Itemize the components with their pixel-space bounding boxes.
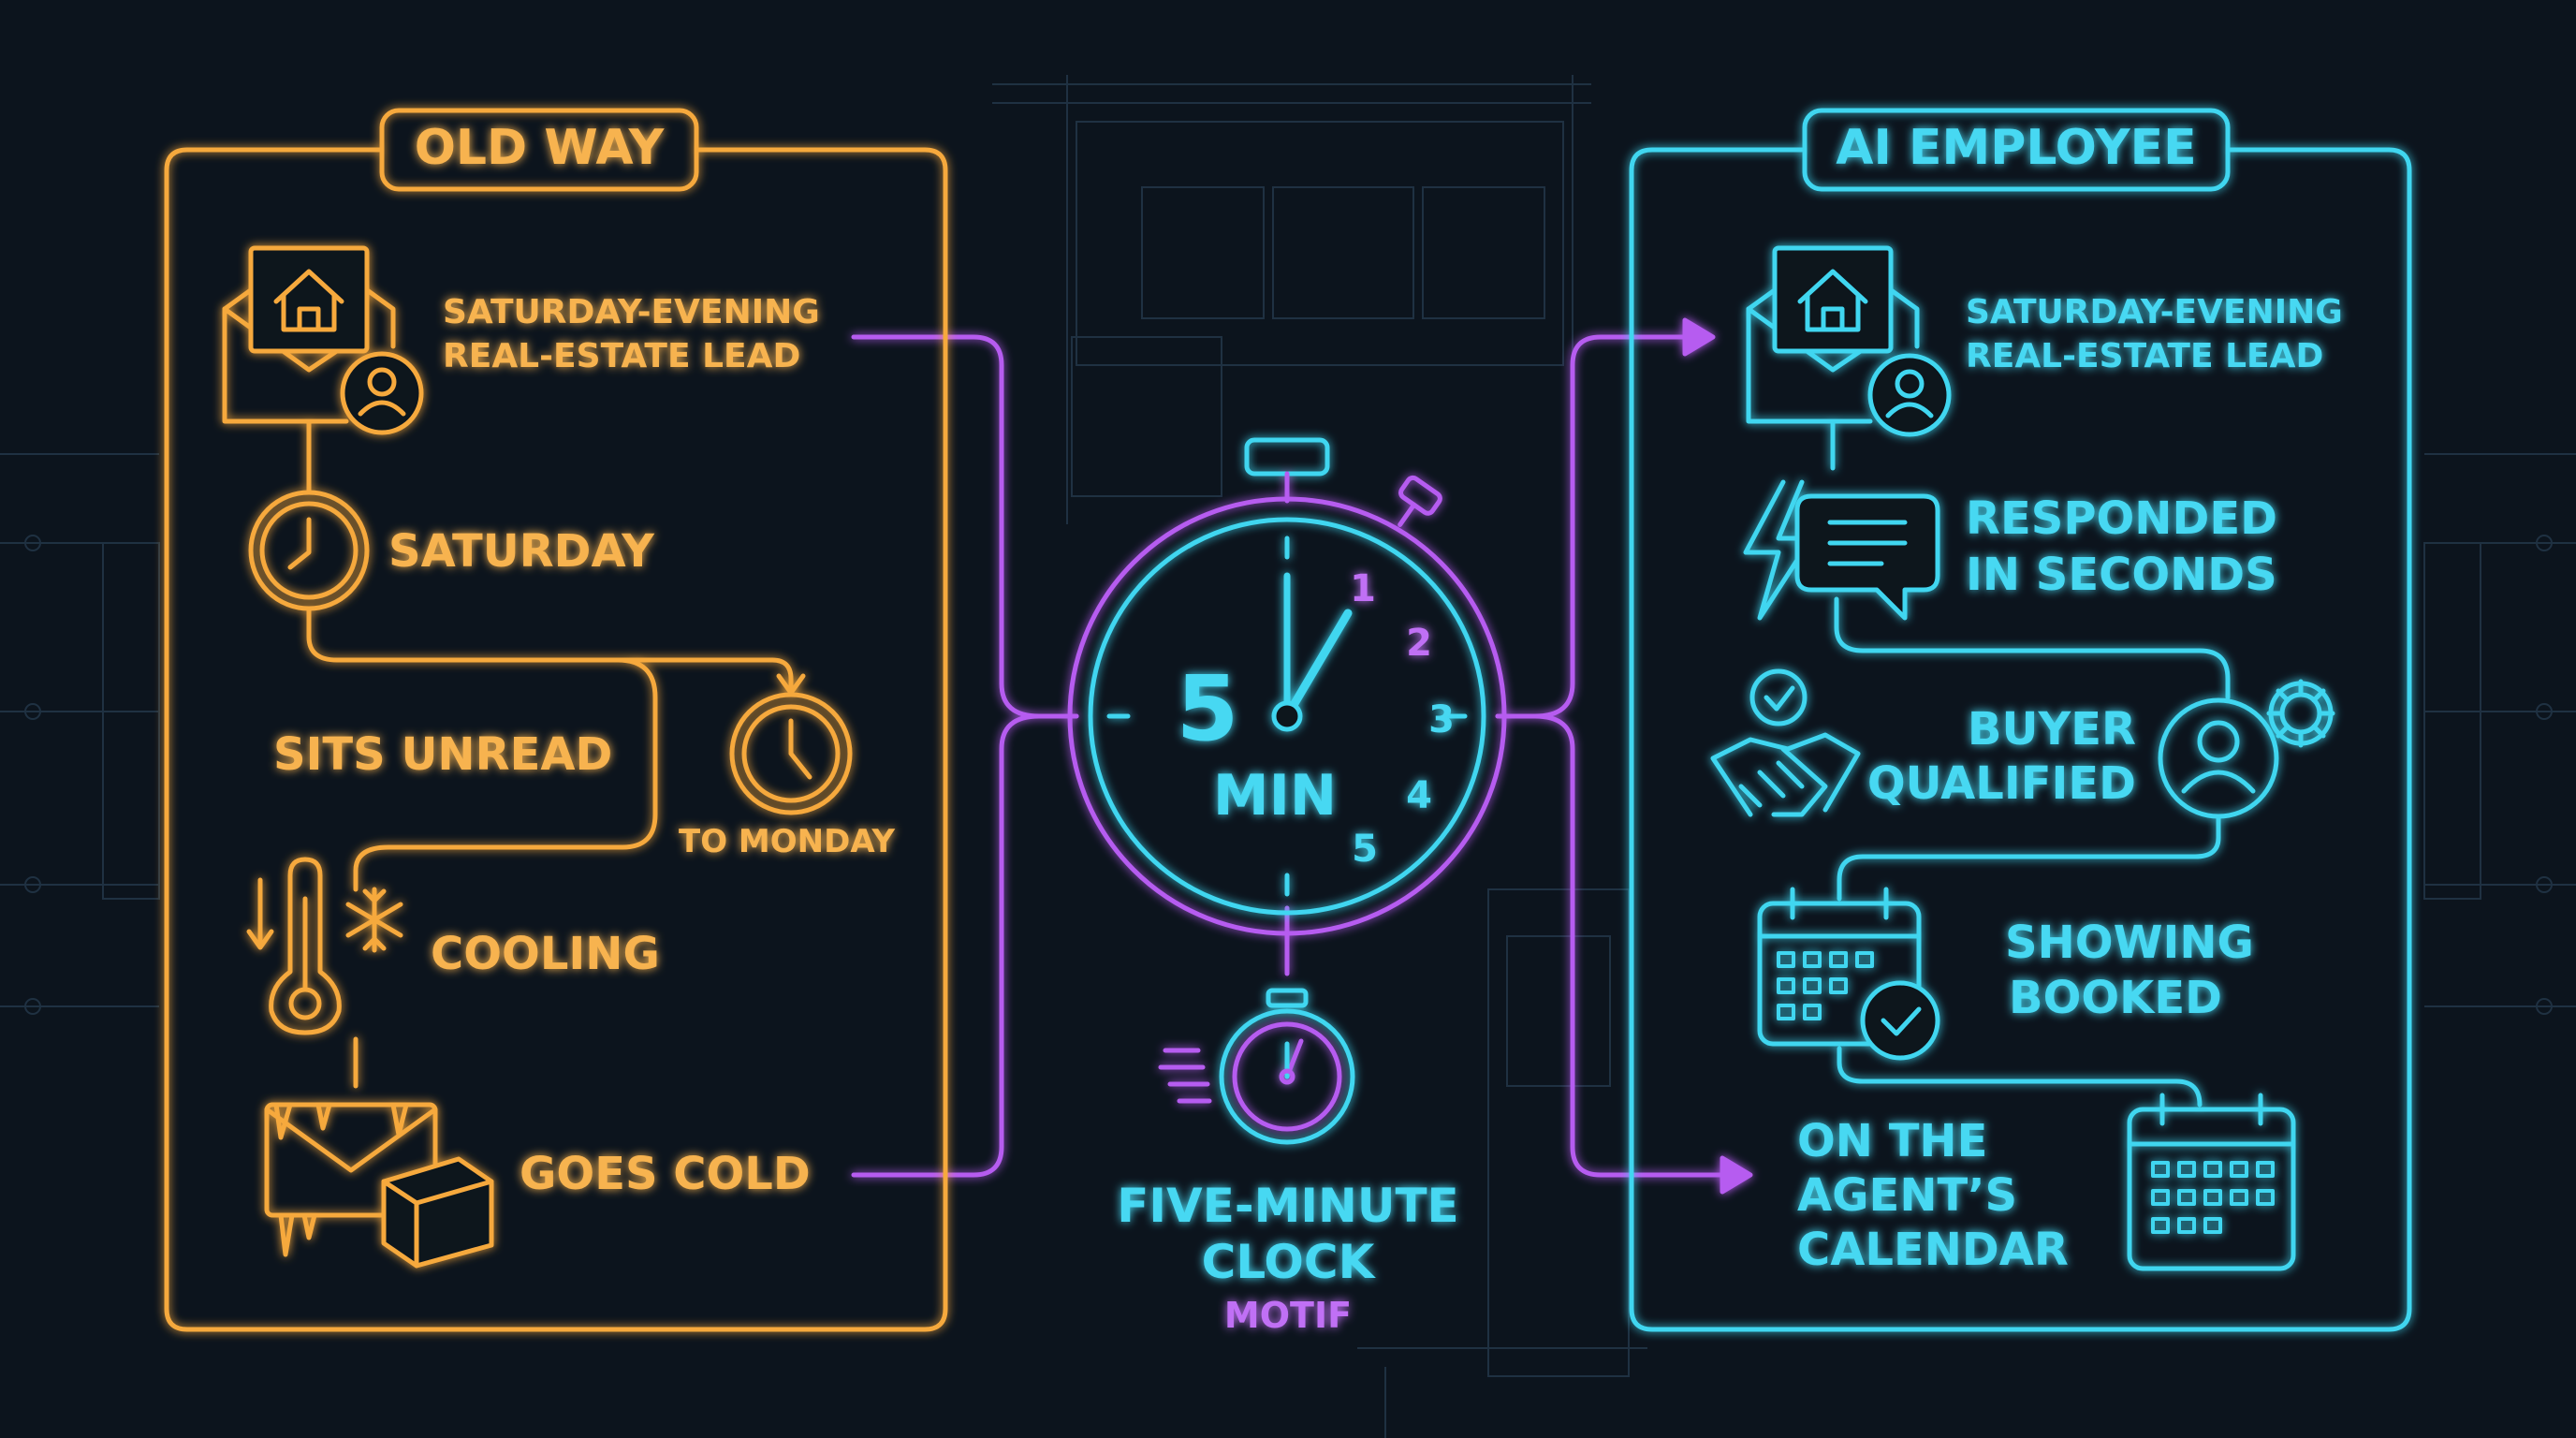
- stopwatch-dial-numbers: 1 2 3 4 5: [1350, 567, 1455, 871]
- goes-cold-label: GOES COLD: [520, 1148, 811, 1200]
- qualified-line1: BUYER: [1968, 703, 2136, 756]
- clock-icon: [248, 490, 370, 611]
- blueprint-background: [0, 75, 2576, 1438]
- ai-lead-line2: REAL-ESTATE LEAD: [1966, 337, 2323, 375]
- person-gear-icon: [2158, 679, 2335, 819]
- dial-number-1: 1: [1350, 567, 1376, 610]
- old-way-icons: [222, 245, 853, 1269]
- timer-number: 5: [1177, 656, 1239, 761]
- old-way-title: OLD WAY: [415, 120, 666, 176]
- showing-line1: SHOWING: [2005, 917, 2254, 969]
- saturday-label: SATURDAY: [388, 525, 655, 578]
- qualified-line2: QUALIFIED: [1867, 757, 2136, 810]
- stopwatch: [1067, 437, 1507, 936]
- connector-lines: [851, 317, 1753, 1195]
- timer-unit: MIN: [1213, 763, 1337, 829]
- cooling-label: COOLING: [431, 928, 660, 980]
- thermometer-snowflake-icon: [246, 857, 403, 1035]
- ai-lead-line1: SATURDAY-EVENING: [1966, 293, 2343, 331]
- ai-employee-panel: [1629, 108, 2412, 1332]
- calendar-line2: AGENT’S: [1797, 1169, 2017, 1222]
- dial-number-2: 2: [1406, 622, 1432, 665]
- sits-unread-label: SITS UNREAD: [273, 728, 612, 781]
- lightning-chat-icon: [1743, 479, 1940, 621]
- calendar-line1: ON THE: [1797, 1115, 1987, 1167]
- ai-employee-labels: SATURDAY-EVENING REAL-ESTATE LEAD RESPON…: [1797, 293, 2343, 1276]
- caption-line1: FIVE-MINUTE: [1117, 1179, 1458, 1233]
- showing-line2: BOOKED: [2009, 972, 2222, 1024]
- calendar-line3: CALENDAR: [1797, 1224, 2069, 1276]
- ai-employee-icons: [1710, 245, 2335, 1271]
- ai-employee-title: AI EMPLOYEE: [1836, 120, 2196, 176]
- frozen-envelope-ice-cube-icon: [264, 1102, 494, 1269]
- envelope-house-person-icon: [1746, 245, 1952, 437]
- calendar-icon: [2127, 1093, 2296, 1271]
- old-way-panel: [164, 108, 948, 1332]
- to-monday-label: TO MONDAY: [679, 823, 895, 860]
- dial-number-4: 4: [1406, 774, 1432, 817]
- calendar-check-icon: [1757, 887, 1940, 1061]
- caption-sub: MOTIF: [1224, 1295, 1352, 1336]
- dial-number-5: 5: [1352, 828, 1378, 871]
- responded-line1: RESPONDED: [1966, 492, 2277, 545]
- caption-line2: CLOCK: [1202, 1235, 1377, 1289]
- old-lead-line1: SATURDAY-EVENING: [443, 293, 820, 331]
- small-stopwatch-icon: [1158, 988, 1355, 1145]
- responded-line2: IN SECONDS: [1966, 549, 2277, 601]
- dial-number-3: 3: [1428, 698, 1455, 741]
- envelope-house-person-icon: [222, 245, 424, 435]
- clock-icon: [729, 692, 853, 815]
- old-way-labels: SATURDAY-EVENING REAL-ESTATE LEAD SATURD…: [273, 293, 895, 1200]
- handshake-check-icon: [1710, 668, 1861, 817]
- old-lead-line2: REAL-ESTATE LEAD: [443, 337, 800, 375]
